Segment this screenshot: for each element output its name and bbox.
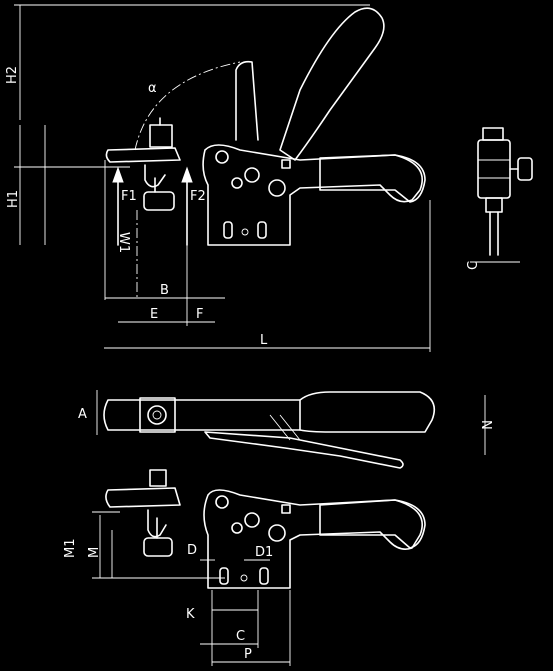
label-m1: M1 <box>63 539 78 559</box>
label-c: C <box>236 629 245 644</box>
label-p: P <box>244 647 252 662</box>
side-view <box>470 127 533 263</box>
label-f: F <box>196 307 203 322</box>
label-c-side: C <box>466 261 481 270</box>
label-m: M <box>87 547 102 558</box>
front-view <box>14 4 431 352</box>
label-d: D <box>187 543 197 558</box>
label-f1: F1 <box>121 189 137 204</box>
label-n: N <box>478 420 493 430</box>
label-h1: H1 <box>6 190 21 208</box>
label-alpha: α <box>148 81 157 96</box>
label-l: L <box>260 333 268 348</box>
bottom-front-view <box>92 469 426 666</box>
plan-view <box>96 390 486 469</box>
label-h2: H2 <box>5 66 20 84</box>
label-a: A <box>78 407 87 422</box>
label-k: K <box>186 607 195 622</box>
label-f2: F2 <box>190 189 206 204</box>
label-w1: W1 <box>116 232 131 253</box>
label-e: E <box>150 307 158 322</box>
label-b: B <box>160 283 169 298</box>
label-d1: D1 <box>255 545 273 560</box>
